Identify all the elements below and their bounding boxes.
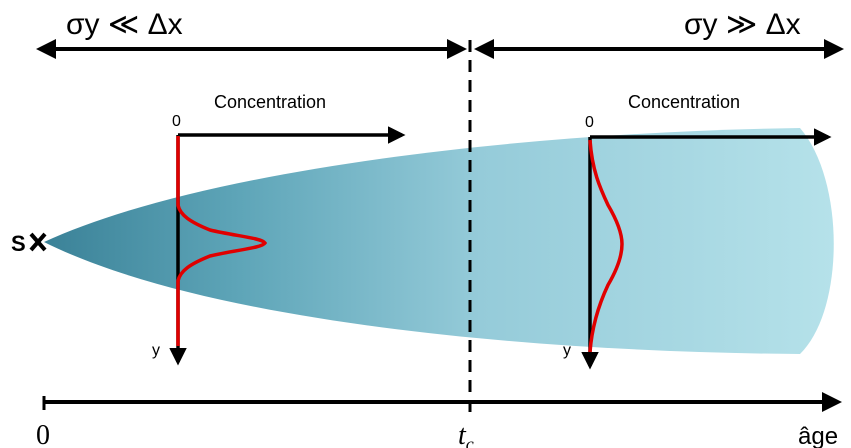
age-origin-label: 0 bbox=[36, 420, 50, 448]
right-axis-label: Concentration bbox=[628, 92, 740, 112]
left-y-label: y bbox=[152, 342, 160, 359]
plume-shape bbox=[44, 128, 834, 354]
right-y-label: y bbox=[563, 342, 571, 359]
left-zero-label: 0 bbox=[172, 113, 181, 130]
left-axis-label: Concentration bbox=[214, 92, 326, 112]
source-x-icon bbox=[31, 234, 45, 250]
age-end-label: âge bbox=[798, 423, 838, 448]
source-label: S bbox=[11, 231, 26, 256]
right-zero-label: 0 bbox=[585, 114, 594, 131]
transition-label: tc bbox=[458, 420, 474, 448]
transition-subscript: c bbox=[466, 434, 474, 448]
right-regime-label: σy ≫ Δx bbox=[684, 8, 801, 41]
left-regime-label: σy ≪ Δx bbox=[66, 8, 183, 41]
